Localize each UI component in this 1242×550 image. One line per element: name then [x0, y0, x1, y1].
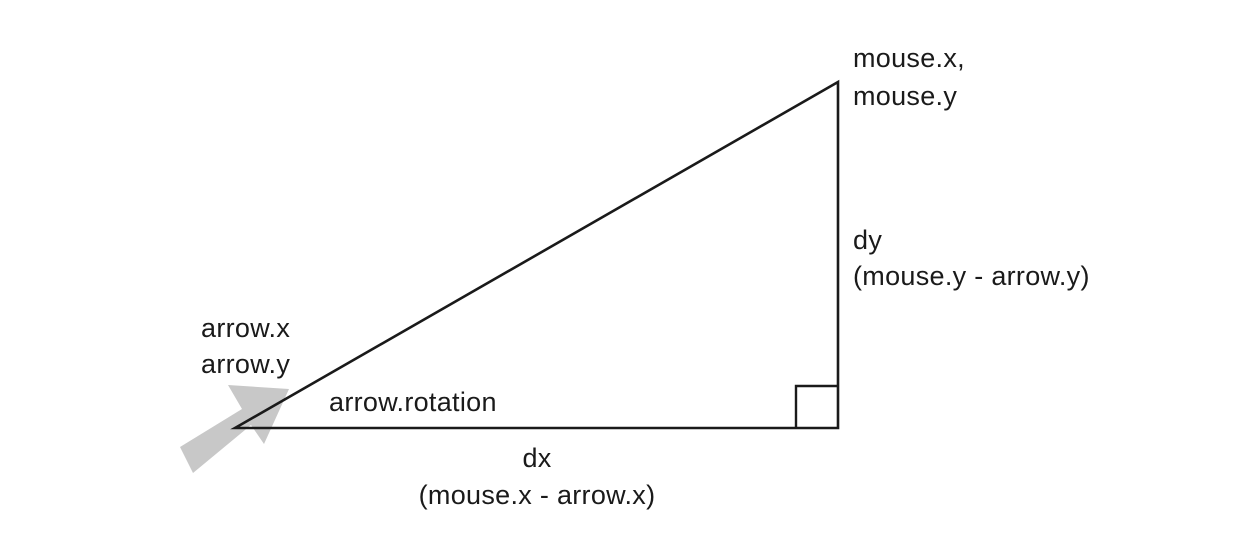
- arrow-y-label: arrow.y: [201, 349, 291, 379]
- right-triangle: [230, 79, 840, 430]
- dx-formula-label: (mouse.x - arrow.x): [418, 480, 656, 510]
- arrow-rotation-label: arrow.rotation: [329, 387, 497, 417]
- mouse-y-label: mouse.y: [853, 81, 958, 111]
- arrow-x-label: arrow.x: [201, 313, 291, 343]
- dy-label: dy: [853, 225, 883, 255]
- dy-formula-label: (mouse.y - arrow.y): [853, 261, 1090, 291]
- mouse-x-label: mouse.x,: [853, 43, 965, 73]
- dx-label: dx: [522, 443, 552, 473]
- right-angle-marker: [794, 384, 838, 428]
